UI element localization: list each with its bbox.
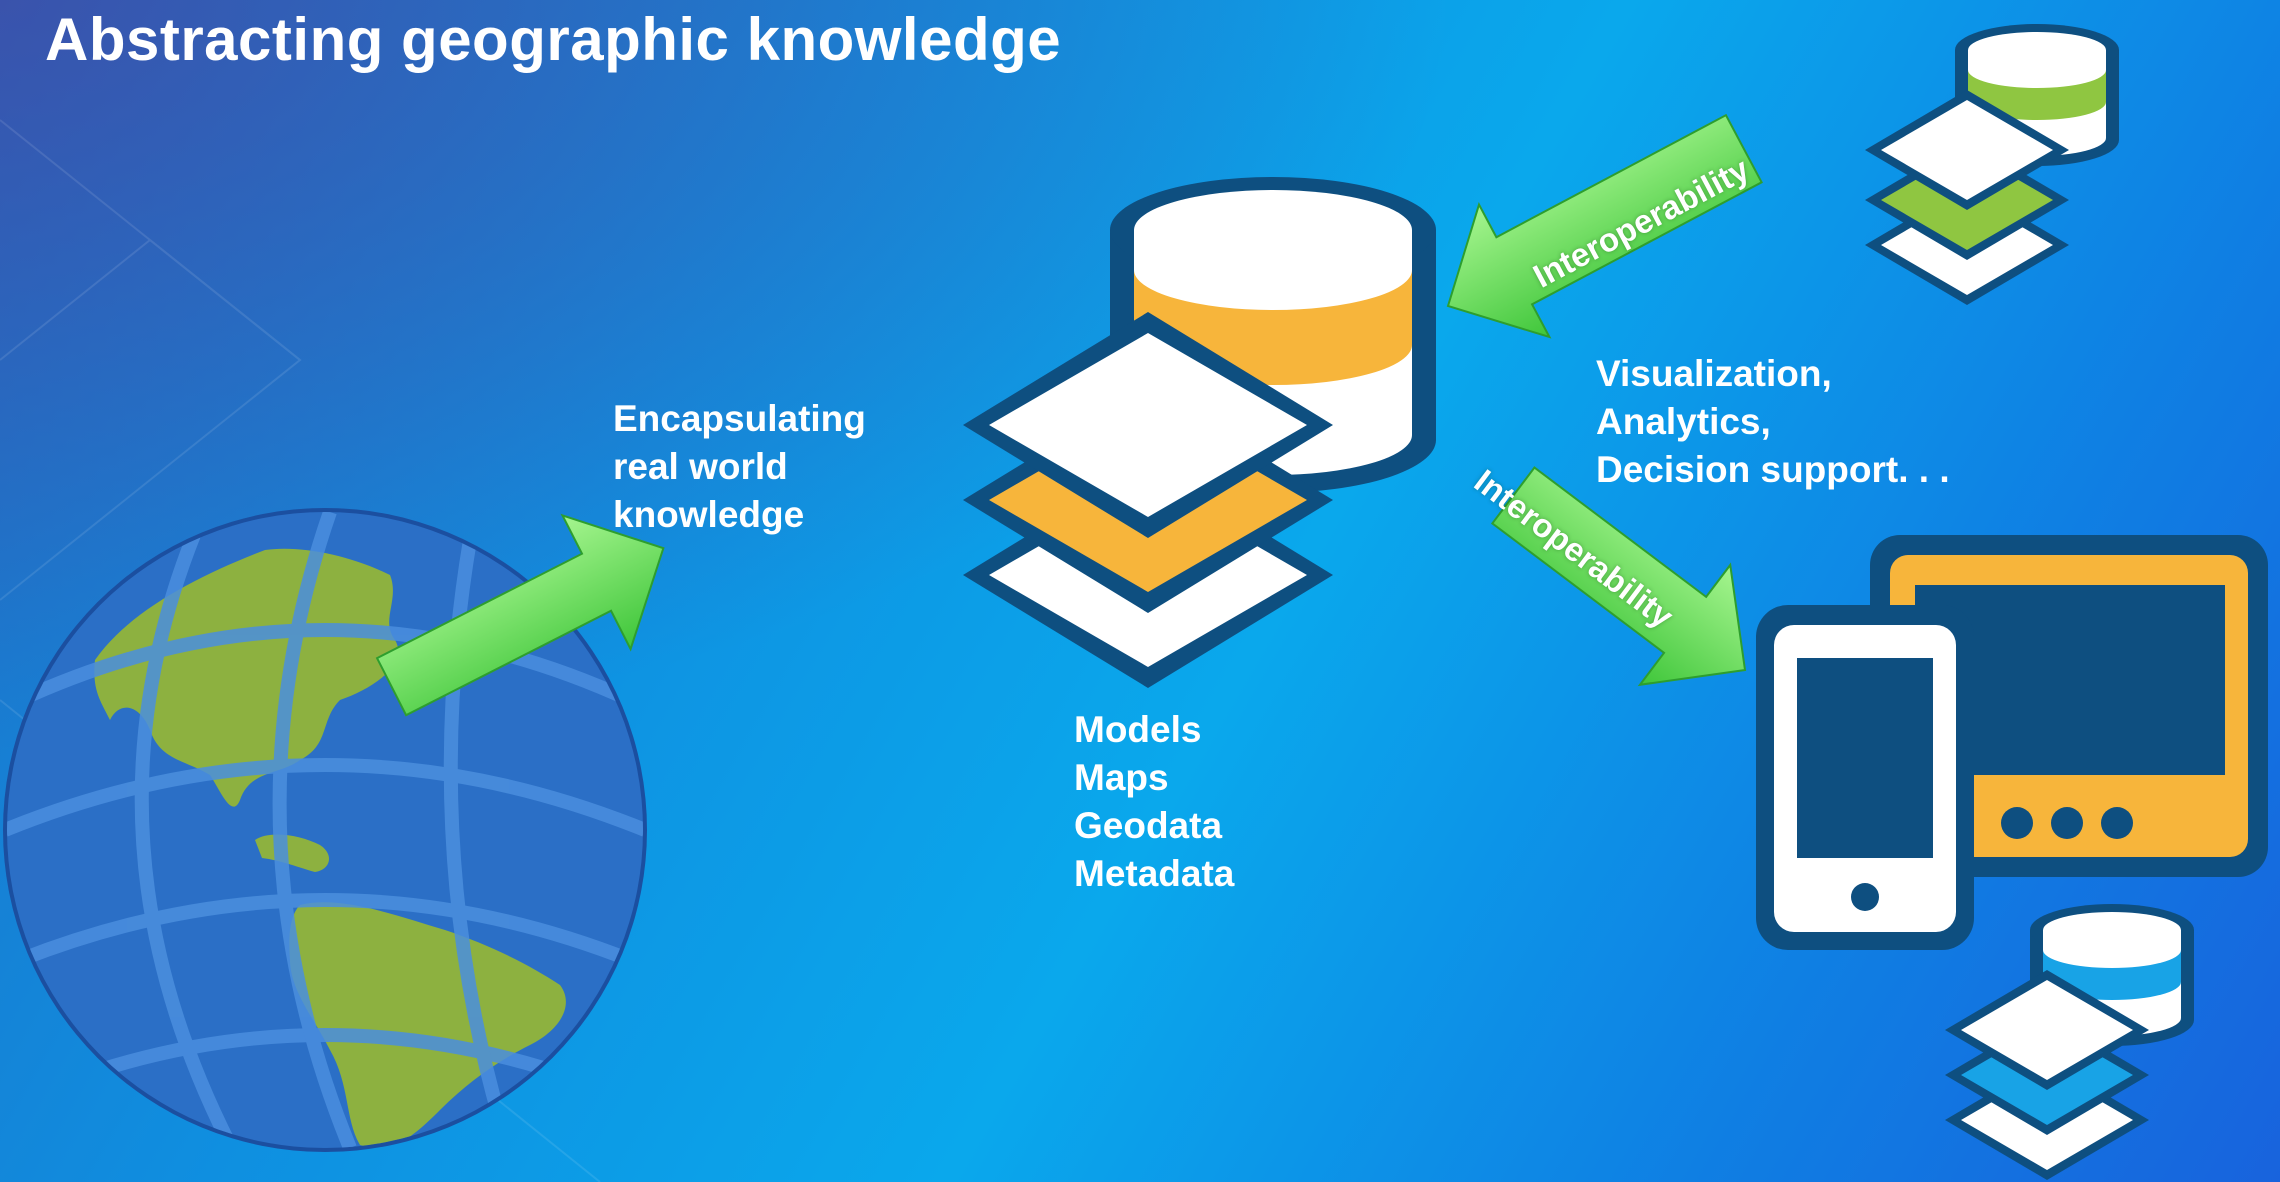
encapsulating-arrow <box>375 513 665 717</box>
content-type-geodata: Geodata <box>1074 805 1223 846</box>
source-layers-icon <box>1865 90 2069 305</box>
use-decision-support: Decision support. . . <box>1596 449 1950 490</box>
encapsulating-label: Encapsulating real world knowledge <box>613 395 866 539</box>
uses-label: Visualization, Analytics, Decision suppo… <box>1596 350 1950 494</box>
devices-icon <box>1756 535 2268 950</box>
content-type-maps: Maps <box>1074 757 1169 798</box>
use-visualization: Visualization, <box>1596 353 1832 394</box>
content-type-metadata: Metadata <box>1074 853 1235 894</box>
encapsulating-line-2: real world <box>613 446 788 487</box>
content-type-models: Models <box>1074 709 1202 750</box>
content-types-label: Models Maps Geodata Metadata <box>1074 706 1234 898</box>
use-analytics: Analytics, <box>1596 401 1771 442</box>
top-interoperability-arrow <box>1446 113 1763 339</box>
slide-title: Abstracting geographic knowledge <box>45 6 1062 73</box>
bottom-interoperability-arrow <box>1490 466 1747 687</box>
central-layers-icon <box>963 312 1333 688</box>
target-layers-icon <box>1945 970 2149 1180</box>
encapsulating-line-3: knowledge <box>613 494 805 535</box>
encapsulating-line-1: Encapsulating <box>613 398 866 439</box>
